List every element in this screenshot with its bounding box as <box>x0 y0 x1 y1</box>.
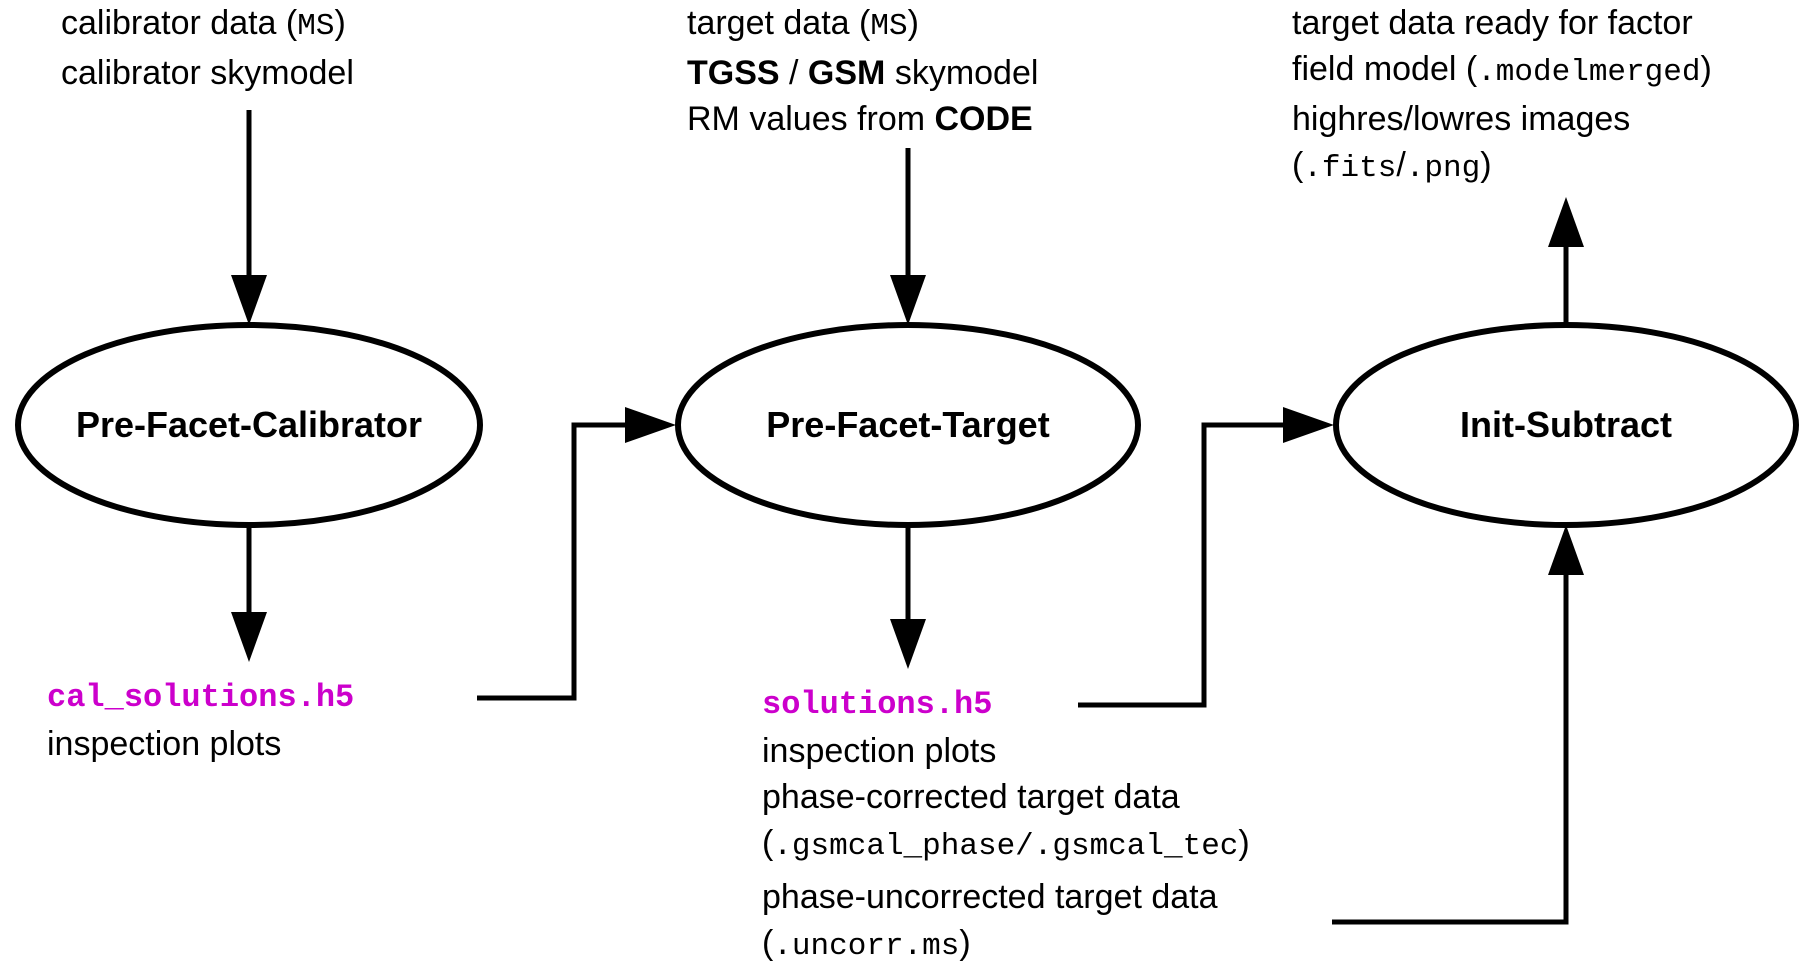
init-subtract-node: Init-Subtract <box>1336 325 1796 525</box>
target-data-line: target data (MS) <box>687 4 919 44</box>
phase-uncorrected-line: phase-uncorrected target data <box>762 878 1218 916</box>
target-output-text: solutions.h5 inspection plots phase-corr… <box>762 682 1250 970</box>
cal-solutions-file: cal_solutions.h5 <box>47 679 355 716</box>
solutions-file: solutions.h5 <box>762 686 993 723</box>
solutions-to-init-arrowhead <box>1283 407 1334 443</box>
init-subtract-label: Init-Subtract <box>1460 404 1672 445</box>
pre-facet-calibrator-label: Pre-Facet-Calibrator <box>75 404 423 445</box>
solutions-to-init-connector <box>1078 422 1286 708</box>
cal-to-target-connector <box>477 422 628 701</box>
calibrator-data-line: calibrator data (MS) <box>61 4 346 44</box>
target-input-arrowhead <box>890 275 926 325</box>
cal-to-target-arrowhead <box>625 407 676 443</box>
pre-facet-calibrator-node: Pre-Facet-Calibrator <box>18 325 480 525</box>
phase-corrected-ext-line: (.gsmcal_phase/.gsmcal_tec) <box>762 824 1250 864</box>
calibrator-input-text: calibrator data (MS) calibrator skymodel <box>61 0 354 96</box>
calibrator-output-text: cal_solutions.h5 inspection plots <box>47 675 354 767</box>
image-formats-line: (.fits/.png) <box>1292 146 1492 186</box>
pre-facet-target-label: Pre-Facet-Target <box>766 404 1050 445</box>
target-inspection-plots-line: inspection plots <box>762 732 997 770</box>
calibrator-skymodel-line: calibrator skymodel <box>61 54 354 92</box>
target-output-arrowhead <box>890 619 926 669</box>
final-output-text: target data ready for factor field model… <box>1292 0 1712 192</box>
cal-output-arrowhead <box>231 612 267 662</box>
rm-values-line: RM values from CODE <box>687 100 1033 138</box>
cal-input-arrowhead <box>231 275 267 325</box>
phase-uncorrected-ext-line: (.uncorr.ms) <box>762 924 971 964</box>
cal-inspection-plots-line: inspection plots <box>47 725 282 763</box>
init-output-arrowhead <box>1548 197 1584 247</box>
field-model-line: field model (.modelmerged) <box>1292 50 1712 90</box>
phase-corrected-line: phase-corrected target data <box>762 778 1180 816</box>
images-line: highres/lowres images <box>1292 100 1631 138</box>
pre-facet-target-node: Pre-Facet-Target <box>678 325 1138 525</box>
uncorr-to-init-arrowhead <box>1548 525 1584 575</box>
target-data-ready-line: target data ready for factor <box>1292 4 1693 42</box>
target-input-text: target data (MS) TGSS / GSM skymodel RM … <box>687 0 1038 142</box>
skymodel-line: TGSS / GSM skymodel <box>687 54 1039 92</box>
uncorr-to-init-connector <box>1332 572 1569 925</box>
